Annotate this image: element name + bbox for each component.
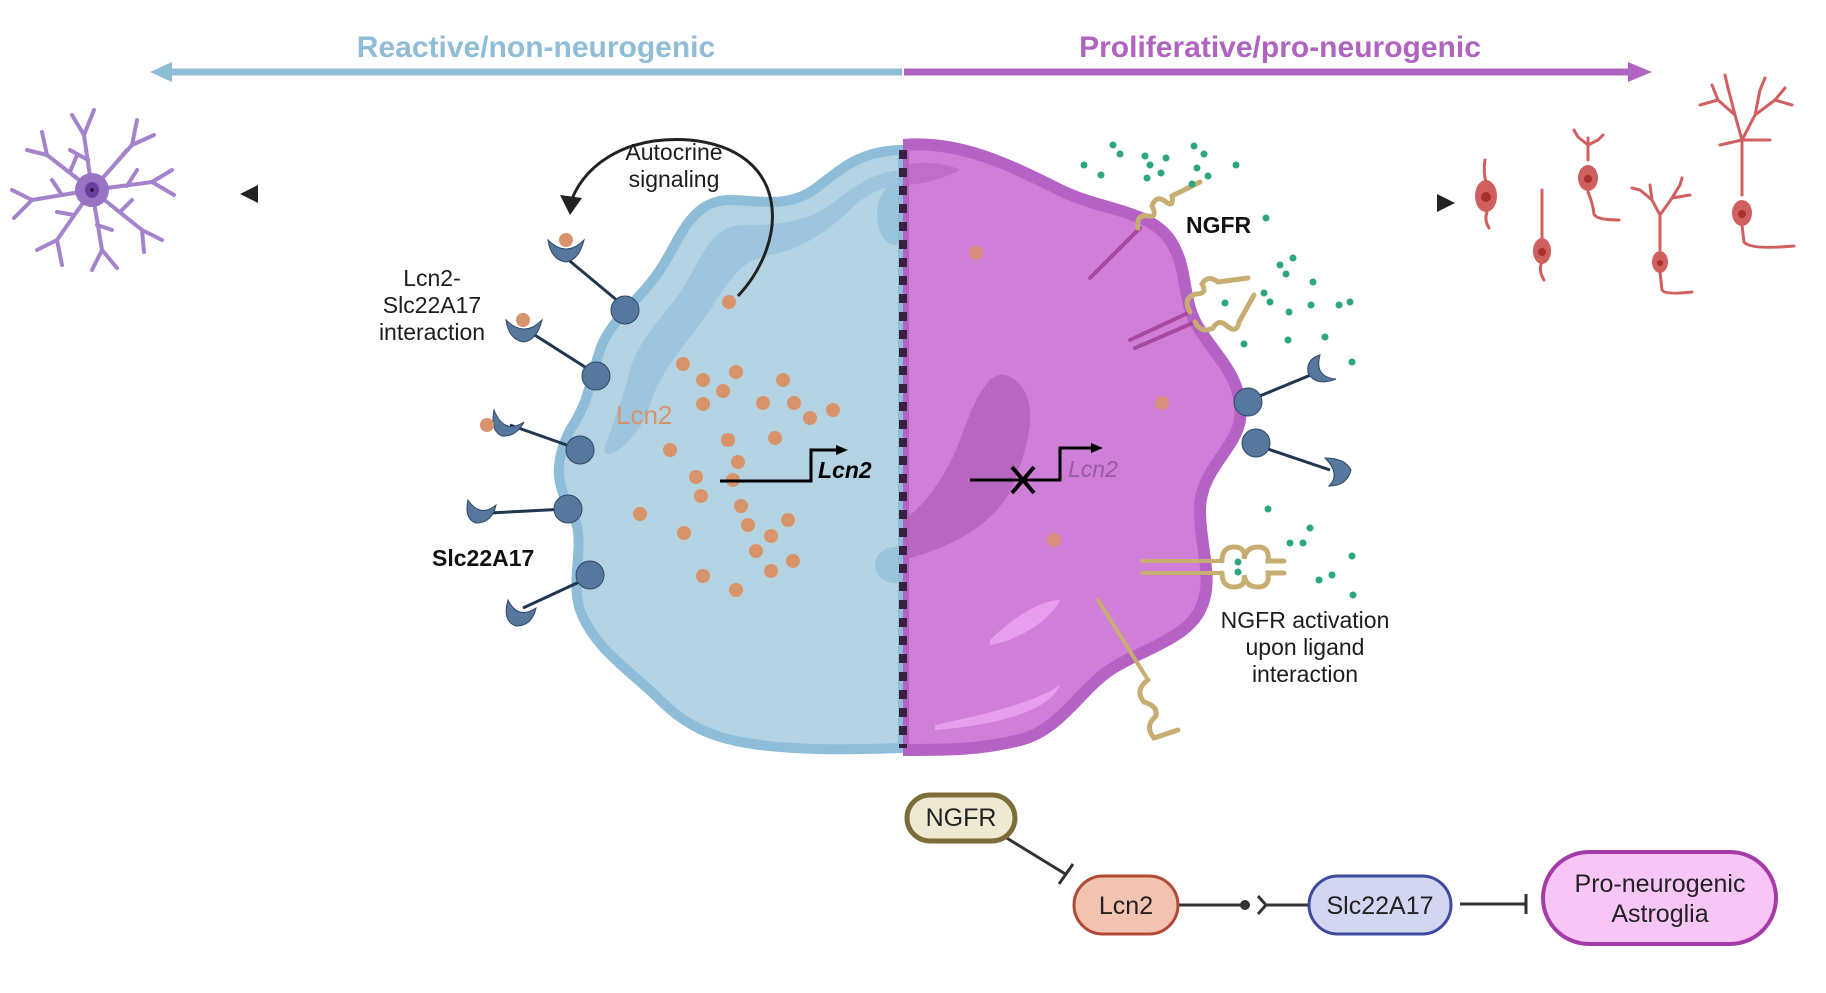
- node-lcn2: Lcn2: [1072, 874, 1180, 936]
- node-astroglia-label-1: Pro-neurogenic: [1575, 870, 1746, 898]
- autocrine-arrowhead-icon: [560, 195, 582, 215]
- binding-socket-icon: [1256, 895, 1269, 915]
- blocked-x-icon: [1010, 465, 1036, 495]
- lcn2-gene-inactive-label: Lcn2: [1068, 456, 1118, 482]
- astrocyte-icon: [10, 108, 176, 272]
- node-slc22a17-label: Slc22A17: [1326, 892, 1433, 920]
- receptor-icon: [1241, 428, 1352, 487]
- ngfr-activation-label-1: NGFR activation: [1221, 607, 1390, 633]
- reactive-cell-half: [553, 144, 903, 755]
- ngfr-activation-label-2: upon ligand: [1246, 634, 1365, 660]
- node-lcn2-label: Lcn2: [1099, 892, 1153, 920]
- cell-body: [553, 138, 1247, 756]
- reactive-arrowhead-icon: [150, 62, 172, 82]
- interaction-label-2: Slc22A17: [383, 292, 481, 318]
- receptor-icon: [547, 233, 640, 325]
- receptor-icon: [466, 494, 583, 524]
- ngfr-receptors: [1088, 179, 1287, 741]
- slc22a17-receptors-right: [1233, 354, 1352, 487]
- proliferative-arrowhead-icon: [1628, 62, 1652, 82]
- lcn2-particles-right: [969, 246, 1169, 547]
- receptor-icon: [480, 408, 595, 465]
- receptor-icon: [505, 560, 605, 627]
- slc22a17-receptors: [466, 233, 640, 627]
- receptor-icon: [1233, 354, 1337, 417]
- node-ngfr-label: NGFR: [926, 804, 997, 832]
- interaction-label-1: Lcn2-: [403, 265, 461, 291]
- ngfr-receptor-icon: [1128, 275, 1257, 350]
- autocrine-arc: [568, 138, 774, 298]
- ngfr-activation-label-3: interaction: [1252, 661, 1358, 687]
- ngf-ligands: [1080, 141, 1357, 599]
- neurons-icon: [1475, 73, 1796, 295]
- lcn2-gene-active: Lcn2: [720, 445, 872, 483]
- interaction-label-3: interaction: [379, 319, 485, 345]
- node-slc22a17: Slc22A17: [1307, 874, 1453, 936]
- binding-dot-icon: [1240, 900, 1250, 910]
- proliferative-label: Proliferative/pro-neurogenic: [1079, 31, 1481, 64]
- slc22a17-label: Slc22A17: [432, 545, 534, 571]
- neuron-immature-2-icon: [1533, 188, 1551, 282]
- ngfr-receptor-icon: [1140, 544, 1287, 590]
- node-astroglia-label-2: Astroglia: [1611, 900, 1708, 928]
- lcn2-gene-label: Lcn2: [818, 457, 872, 483]
- neuron-developing-2-icon: [1630, 176, 1694, 295]
- ngfr-label: NGFR: [1186, 212, 1252, 238]
- receptor-icon: [505, 313, 611, 391]
- ngfr-receptor-icon: [1088, 179, 1203, 280]
- reactive-label: Reactive/non-neurogenic: [357, 31, 715, 64]
- phenotype-axis: Reactive/non-neurogenic Proliferative/pr…: [150, 31, 1652, 82]
- edge-ngfr-lcn2: [1004, 835, 1068, 877]
- neuron-mature-icon: [1698, 73, 1796, 249]
- lcn2-protein-label: Lcn2: [616, 400, 672, 430]
- autocrine-label-2: signaling: [629, 166, 720, 192]
- node-pro-neurogenic-astroglia: Pro-neurogenic Astroglia: [1541, 850, 1778, 946]
- pathway-diagram: NGFR Lcn2 Slc22A17 Pro-neurogenic Astrog…: [904, 792, 1778, 946]
- neuron-immature-1-icon: [1475, 158, 1497, 230]
- autocrine-label-1: Autocrine: [625, 139, 722, 165]
- node-ngfr: NGFR: [904, 792, 1018, 844]
- lcn2-gene-inactive: Lcn2: [970, 443, 1118, 495]
- to-astrocyte-arrowhead-icon: [240, 185, 258, 203]
- ngfr-receptor-icon: [1096, 598, 1181, 741]
- to-neurons-arrowhead-icon: [1437, 194, 1455, 212]
- inhibition-bar-icon: [1057, 863, 1075, 885]
- neuron-developing-1-icon: [1572, 128, 1621, 222]
